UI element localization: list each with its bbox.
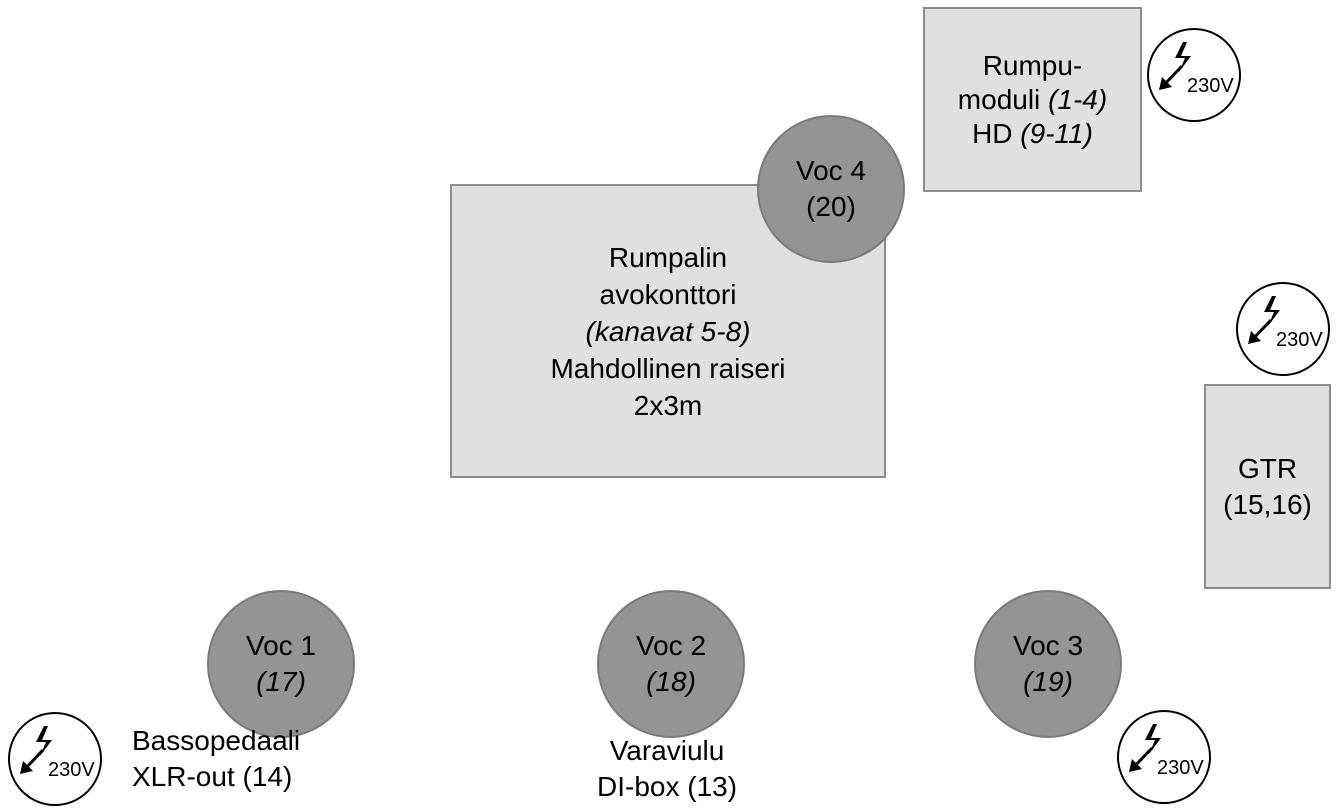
power-outlet-gtr: 230V (1236, 282, 1330, 376)
voc3-label: Voc 3 (1012, 630, 1084, 661)
power-voltage-label: 230V (1157, 757, 1204, 779)
drum-module-box: Rumpu- moduli (1-4) HD (9-11) (923, 7, 1142, 192)
voc3-mic: Voc 3 (19) (974, 590, 1122, 738)
drum-module-hd-channels: (9-11) (1020, 117, 1093, 149)
spare-violin-line2: DI-box (13) (597, 771, 738, 802)
drum-module-line2a: moduli (957, 83, 1049, 115)
power-outlet-voc3: 230V (1117, 710, 1211, 804)
drum-riser-line4: Mahdollinen raiseri (550, 352, 786, 384)
power-outlet-bass: 230V (8, 712, 102, 806)
drum-riser-line1: Rumpalin (608, 241, 728, 273)
bass-pedal-line2: XLR-out (14) (132, 761, 293, 792)
drum-riser-size: 2x3m (633, 389, 703, 421)
power-outlet-drum-module: 230V (1147, 28, 1241, 122)
drum-module-line1: Rumpu- (982, 49, 1083, 81)
voc1-mic: Voc 1 (17) (207, 590, 355, 738)
voc3-channel: (19) (1023, 666, 1073, 697)
voc2-mic: Voc 2 (18) (597, 590, 745, 738)
drum-riser-channels: (kanavat 5-8) (585, 315, 751, 347)
drum-module-channels: (1-4) (1048, 83, 1108, 115)
bass-pedal-line1: Bassopedaali (132, 725, 301, 756)
drum-riser-line2: avokonttori (599, 278, 737, 310)
voc4-channel: (20) (806, 191, 856, 222)
drum-module-line3a: HD (972, 117, 1021, 149)
power-bolt-icon (1159, 42, 1191, 90)
gtr-box: GTR (15,16) (1204, 384, 1331, 589)
voc2-label: Voc 2 (635, 630, 707, 661)
voc2-channel: (18) (646, 666, 696, 697)
power-voltage-label: 230V (1187, 75, 1234, 97)
voc1-channel: (17) (256, 666, 306, 697)
power-bolt-icon (1129, 724, 1161, 772)
spare-violin-caption: Varaviulu DI-box (13) (597, 733, 737, 805)
gtr-label: GTR (1237, 452, 1298, 484)
power-voltage-label: 230V (1276, 329, 1323, 351)
gtr-channel: (15,16) (1223, 488, 1312, 520)
power-bolt-icon (1248, 296, 1280, 344)
spare-violin-line1: Varaviulu (609, 735, 725, 766)
voc4-mic: Voc 4 (20) (757, 115, 905, 263)
power-voltage-label: 230V (48, 759, 95, 781)
voc1-label: Voc 1 (245, 630, 317, 661)
power-bolt-icon (20, 726, 52, 774)
voc4-label: Voc 4 (795, 155, 867, 186)
bass-pedal-caption: Bassopedaali XLR-out (14) (132, 723, 300, 795)
